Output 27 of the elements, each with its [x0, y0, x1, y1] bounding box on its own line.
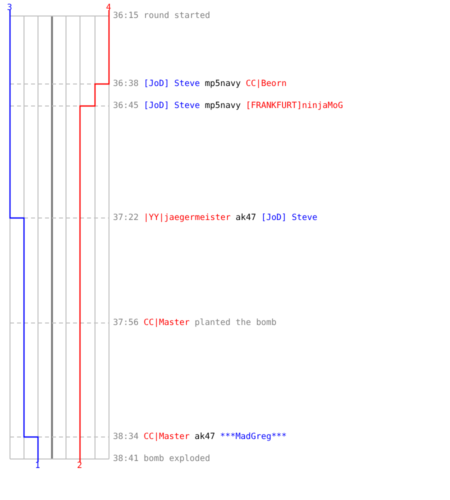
player-name: |YY|jaegermeister: [144, 213, 231, 223]
player-name: [JoD] Steve: [144, 79, 200, 89]
player-name: [JoD] Steve: [144, 101, 200, 111]
player-name: [JoD] Steve: [261, 213, 318, 223]
player-name: CC|Master: [144, 318, 190, 328]
timestamp: 37:22: [113, 213, 139, 223]
player-name: CC|Beorn: [246, 79, 287, 89]
count-label: 1: [35, 461, 40, 471]
event-text: bomb exploded: [144, 454, 210, 464]
player-name: [FRANKFURT]ninjaMoG: [246, 101, 343, 111]
weapon-name: ak47: [194, 432, 216, 442]
weapon-name: mp5navy: [204, 101, 241, 111]
event-text: round started: [144, 11, 210, 21]
timestamp: 38:34: [113, 432, 139, 442]
weapon-name: mp5navy: [204, 79, 241, 89]
timestamp: 36:15: [113, 11, 139, 21]
count-label: 3: [7, 3, 12, 13]
timestamp: 36:45: [113, 101, 139, 111]
timestamp: 38:41: [113, 454, 139, 464]
count-label: 2: [77, 461, 82, 471]
player-name: CC|Master: [144, 432, 190, 442]
weapon-name: ak47: [236, 213, 256, 223]
event-text: planted the bomb: [194, 318, 277, 328]
timestamp: 36:38: [113, 79, 139, 89]
player-name: ***MadGreg***: [220, 432, 287, 442]
timestamp: 37:56: [113, 318, 139, 328]
count-label: 4: [106, 3, 112, 13]
